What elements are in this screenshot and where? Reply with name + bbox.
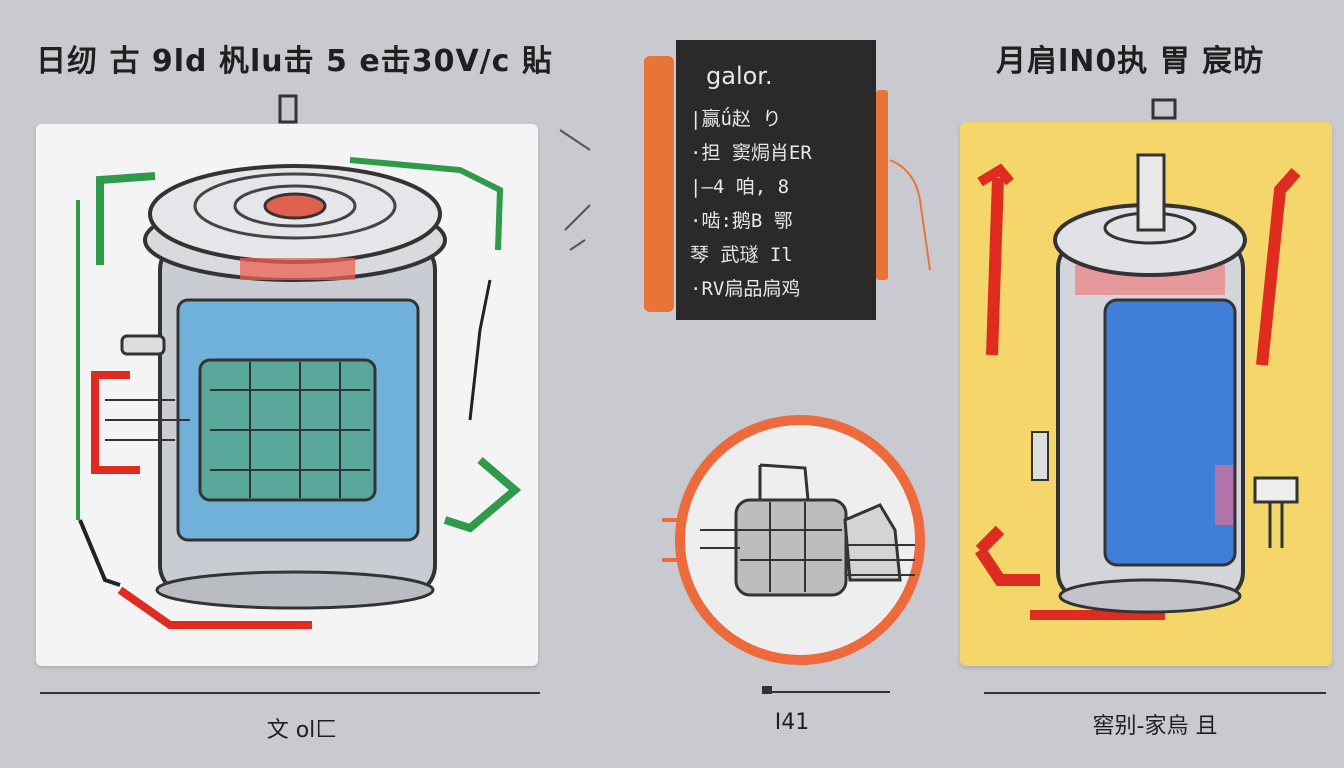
left-baseline bbox=[40, 692, 540, 694]
left-panel-title: 日纫 古 9ld 杋lu击 5 e击30V/c 貼 bbox=[36, 44, 553, 79]
left-caption: 文 ol匚 bbox=[266, 718, 338, 743]
center-caption: I41 bbox=[774, 710, 810, 735]
legend-heading: galor. bbox=[706, 62, 773, 90]
cylinder-water-heater-icon bbox=[975, 98, 1301, 620]
legend-box: galor. |赢ǘ赵 り ·担 窦焗肖ER |—4 咱, 8 ·啮:鹅B 鄂 … bbox=[676, 40, 876, 320]
right-panel-title: 月肩lN0执 胃 宸昉 bbox=[996, 44, 1265, 79]
legend-line: |—4 咱, 8 bbox=[690, 176, 790, 198]
legend-line: |赢ǘ赵 り bbox=[690, 108, 782, 130]
legend-line: ·RV扃品扃鸡 bbox=[690, 278, 801, 300]
right-caption: 窖别-家烏 且 bbox=[1092, 714, 1218, 739]
legend-list: |赢ǘ赵 り ·担 窦焗肖ER |—4 咱, 8 ·啮:鹅B 鄂 琴 武璲 Il… bbox=[690, 102, 812, 306]
legend-line: ·担 窦焗肖ER bbox=[690, 142, 812, 164]
right-baseline bbox=[984, 692, 1326, 694]
legend-line: 琴 武璲 Il bbox=[690, 244, 793, 266]
water-heater-tank-cutaway-icon bbox=[76, 94, 591, 629]
legend-orange-frame bbox=[644, 56, 931, 312]
heating-element-magnifier-icon bbox=[662, 415, 925, 694]
legend-line: ·啮:鹅B 鄂 bbox=[690, 210, 793, 232]
